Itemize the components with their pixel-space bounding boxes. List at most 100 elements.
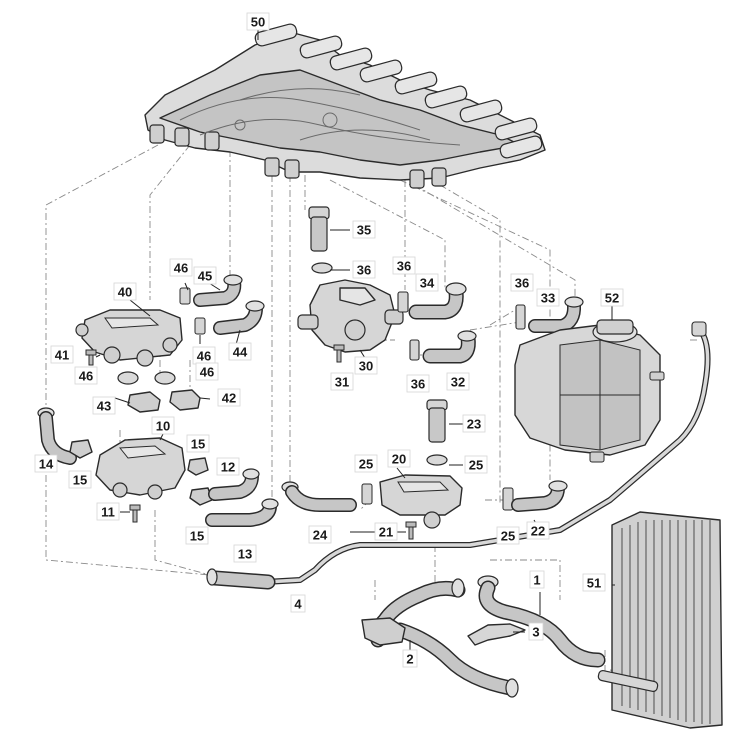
callout-number: 22: [531, 524, 545, 539]
coolant-pipe-4: [206, 321, 711, 590]
radiator-51: [597, 511, 723, 729]
callout-36: 36: [392, 256, 416, 275]
callout-box: [582, 573, 606, 592]
callout-box: [96, 502, 120, 521]
callout-number: 23: [467, 417, 481, 432]
callout-number: 14: [39, 457, 54, 472]
callout-30: 30: [354, 356, 378, 375]
callout-number: 51: [587, 576, 601, 591]
expansion-tank-52: [514, 319, 665, 463]
callout-box: [228, 342, 252, 361]
callout-4: 4: [290, 594, 306, 613]
valve-20: [361, 474, 514, 529]
callout-box: [50, 345, 74, 364]
hose-24: [281, 481, 357, 512]
callout-25: 25: [354, 454, 378, 473]
elbow-43: [127, 391, 161, 413]
callout-12: 12: [216, 457, 240, 476]
callout-box: [402, 649, 418, 668]
callout-box: [186, 434, 210, 453]
callout-36: 36: [406, 374, 430, 393]
callout-11: 11: [96, 502, 120, 521]
callout-number: 2: [406, 652, 413, 667]
callout-number: 15: [190, 529, 204, 544]
callout-box: [526, 521, 550, 540]
callout-number: 46: [200, 365, 214, 380]
connector-36-upper: [397, 291, 409, 313]
callout-box: [354, 356, 378, 375]
callout-box: [528, 622, 544, 641]
clips-15: [69, 439, 213, 506]
callout-40: 40: [113, 282, 137, 301]
callout-number: 20: [392, 452, 406, 467]
callout-number: 46: [197, 349, 211, 364]
callout-box: [217, 388, 241, 407]
callout-box: [387, 449, 411, 468]
callout-14: 14: [34, 454, 58, 473]
callout-number: 12: [221, 460, 235, 475]
callout-box: [464, 455, 488, 474]
hose-1: [477, 575, 606, 668]
o-ring-46-group: [117, 287, 206, 385]
callout-3: 3: [528, 622, 544, 641]
connector-36-right: [515, 304, 526, 330]
callout-number: 13: [238, 547, 252, 562]
callout-43: 43: [92, 396, 116, 415]
valve-10: [95, 437, 186, 500]
callout-15: 15: [185, 526, 209, 545]
callout-number: 52: [605, 291, 619, 306]
callout-box: [330, 372, 354, 391]
callout-46: 46: [192, 346, 216, 365]
callout-34: 34: [415, 273, 439, 292]
bolt-11: [129, 504, 141, 523]
callout-36: 36: [352, 260, 376, 279]
callout-number: 42: [222, 391, 236, 406]
callout-box: [92, 396, 116, 415]
callout-number: 25: [469, 458, 483, 473]
callout-box: [68, 470, 92, 489]
callout-box: [354, 454, 378, 473]
callout-box: [352, 260, 376, 279]
callout-32: 32: [446, 372, 470, 391]
callout-box: [193, 266, 217, 285]
callout-44: 44: [228, 342, 252, 361]
coolant-manifold-assembly: [144, 23, 546, 189]
callout-number: 44: [233, 345, 248, 360]
hose-22: [511, 480, 568, 512]
callout-46: 46: [195, 362, 219, 381]
callout-33: 33: [536, 288, 560, 307]
hose-45: [193, 274, 243, 307]
thermostat-housing-30: [297, 279, 404, 353]
callout-box: [392, 256, 416, 275]
callout-number: 25: [359, 457, 373, 472]
callout-24: 24: [308, 525, 332, 544]
callout-box: [406, 374, 430, 393]
callout-number: 46: [174, 261, 188, 276]
callout-22: 22: [526, 521, 550, 540]
connector-36-lower: [409, 339, 420, 361]
callout-31: 31: [330, 372, 354, 391]
callout-36: 36: [510, 273, 534, 292]
callout-box: [529, 570, 545, 589]
callout-box: [246, 12, 270, 31]
valve-block-40: [75, 309, 183, 367]
callout-number: 45: [198, 269, 212, 284]
callout-number: 34: [420, 276, 435, 291]
callout-number: 3: [532, 625, 539, 640]
callout-box: [374, 522, 398, 541]
callout-52: 52: [600, 288, 624, 307]
bolt-41: [85, 349, 97, 366]
callout-box: [308, 525, 332, 544]
callout-2: 2: [402, 649, 418, 668]
callout-box: [510, 273, 534, 292]
callout-51: 51: [582, 573, 606, 592]
callout-number: 11: [101, 505, 115, 520]
callout-number: 41: [55, 348, 69, 363]
callout-box: [185, 526, 209, 545]
callout-box: [446, 372, 470, 391]
callout-box: [233, 544, 257, 563]
callout-number: 4: [294, 597, 302, 612]
callout-number: 10: [156, 419, 170, 434]
callout-number: 36: [397, 259, 411, 274]
